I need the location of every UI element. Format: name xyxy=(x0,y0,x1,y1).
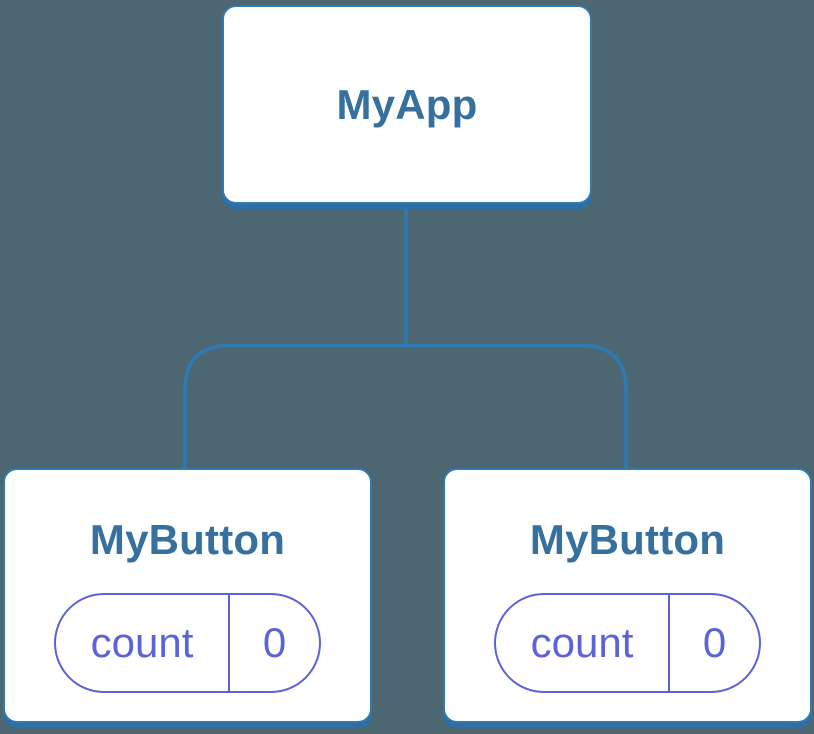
state-key-label: count xyxy=(496,595,670,691)
node-myapp: MyApp xyxy=(222,5,592,204)
state-value: 0 xyxy=(262,619,287,666)
state-value: 0 xyxy=(702,619,727,666)
node-mybutton-right: MyButton count 0 xyxy=(443,468,812,723)
state-pill: count 0 xyxy=(494,593,761,693)
connector-branch-bracket xyxy=(183,343,628,470)
state-key-label: count xyxy=(56,595,230,691)
node-title: MyButton xyxy=(89,516,286,563)
state-pill: count 0 xyxy=(54,593,321,693)
node-title: MyApp xyxy=(336,80,478,128)
node-mybutton-left: MyButton count 0 xyxy=(3,468,372,723)
node-title: MyButton xyxy=(529,516,726,563)
